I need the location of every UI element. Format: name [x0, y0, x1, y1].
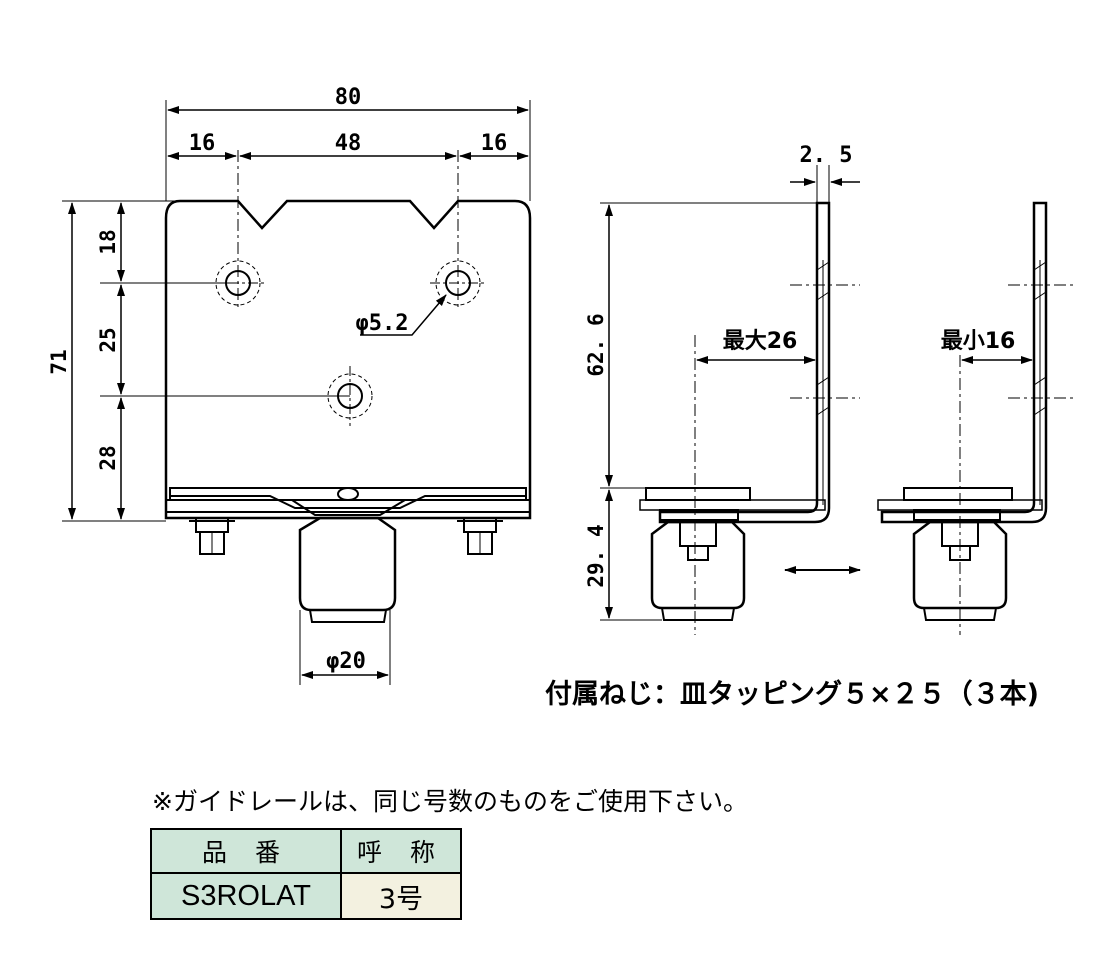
dim-lower-height: 29. 4 — [584, 524, 608, 587]
nut-left — [189, 517, 235, 555]
dim-height-total: 71 — [47, 349, 71, 374]
roller-side-max — [650, 519, 746, 621]
roller-front — [298, 516, 397, 685]
side-bracket-max — [658, 201, 831, 524]
table-row: S3ROLAT 3号 — [150, 872, 462, 920]
side-bracket-min — [880, 201, 1048, 524]
dim-min-label: 最小16 — [941, 329, 1016, 354]
dim-height-top: 18 — [96, 229, 120, 254]
header-part-number: 品 番 — [150, 828, 342, 874]
dim-height-bottom: 28 — [96, 445, 120, 470]
dim-height-mid: 25 — [96, 327, 120, 352]
screw-caption: 付属ねじ：皿タッピング５×２５（３本) — [545, 679, 1039, 710]
front-plate — [164, 199, 532, 520]
mount-hole-center — [327, 366, 373, 426]
dim-max-label: 最大26 — [723, 329, 798, 354]
dim-side-right: 16 — [481, 131, 508, 156]
side-view — [600, 165, 1075, 635]
dim-side-left: 16 — [189, 131, 216, 156]
dim-roller-dia: φ20 — [326, 649, 366, 674]
front-view — [62, 100, 532, 685]
dim-hole-dia: φ5.2 — [356, 311, 409, 336]
table-header-row: 品 番 呼 称 — [150, 828, 462, 874]
spec-table: 品 番 呼 称 S3ROLAT 3号 — [150, 828, 462, 920]
cell-part-number: S3ROLAT — [150, 872, 342, 920]
dim-thickness: 2. 5 — [800, 143, 853, 168]
dim-overall-width: 80 — [335, 85, 362, 110]
mount-hole-right — [430, 260, 486, 306]
guide-rail-note: ※ガイドレールは、同じ号数のものをご使用下さい。 — [152, 787, 748, 816]
cell-designation: 3号 — [340, 872, 462, 920]
dim-center-span: 48 — [335, 131, 362, 156]
dim-upper-height: 62. 6 — [584, 313, 608, 376]
nut-right — [457, 517, 503, 555]
mount-hole-left — [210, 260, 266, 306]
header-designation: 呼 称 — [340, 828, 462, 874]
